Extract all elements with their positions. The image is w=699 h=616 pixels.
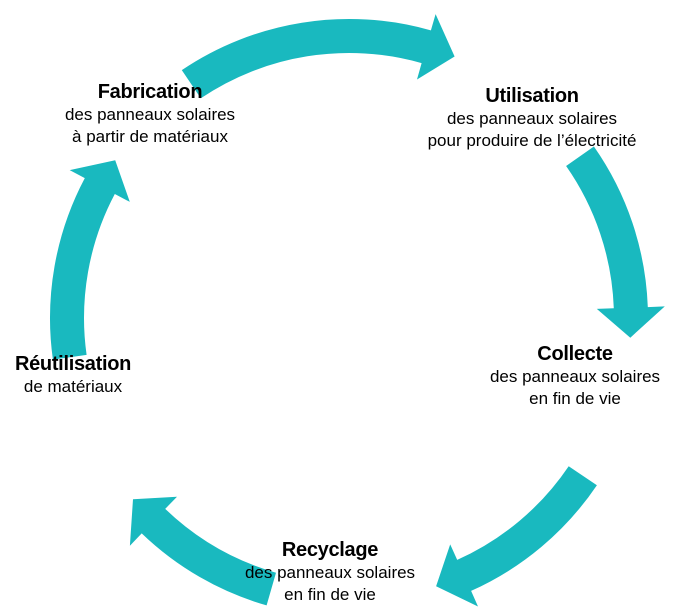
arrow-recyclage-to-reutilisation: [129, 496, 276, 606]
node-fabrication: Fabrication des panneaux solaires à part…: [20, 80, 280, 148]
node-reutilisation-line-1: de matériaux: [23, 377, 123, 396]
arrow-reutilisation-to-fabrication: [50, 160, 130, 360]
node-collecte-line-1: des panneaux solaires: [489, 367, 661, 386]
arrow-collecte-to-recyclage: [436, 466, 597, 607]
node-fabrication-title: Fabrication: [97, 81, 203, 103]
node-utilisation: Utilisation des panneaux solaires pour p…: [402, 84, 662, 152]
node-fabrication-line-1: des panneaux solaires: [64, 105, 236, 124]
node-recyclage-line-2: en fin de vie: [284, 585, 376, 604]
node-utilisation-line-2: pour produire de l’électricité: [427, 131, 637, 150]
arrow-fabrication-to-utilisation: [181, 14, 455, 99]
node-utilisation-title: Utilisation: [485, 85, 579, 107]
node-reutilisation-title: Réutilisation: [14, 353, 132, 375]
node-fabrication-line-2: à partir de matériaux: [72, 127, 228, 146]
node-collecte-line-2: en fin de vie: [529, 389, 621, 408]
node-utilisation-line-1: des panneaux solaires: [446, 109, 618, 128]
arrow-utilisation-to-collecte: [566, 146, 665, 338]
node-collecte-title: Collecte: [537, 343, 613, 365]
node-recyclage-title: Recyclage: [281, 539, 379, 561]
node-recyclage: Recyclage des panneaux solaires en fin d…: [200, 538, 460, 606]
node-collecte: Collecte des panneaux solaires en fin de…: [465, 342, 685, 410]
node-recyclage-line-1: des panneaux solaires: [244, 563, 416, 582]
node-reutilisation: Réutilisation de matériaux: [0, 352, 146, 398]
